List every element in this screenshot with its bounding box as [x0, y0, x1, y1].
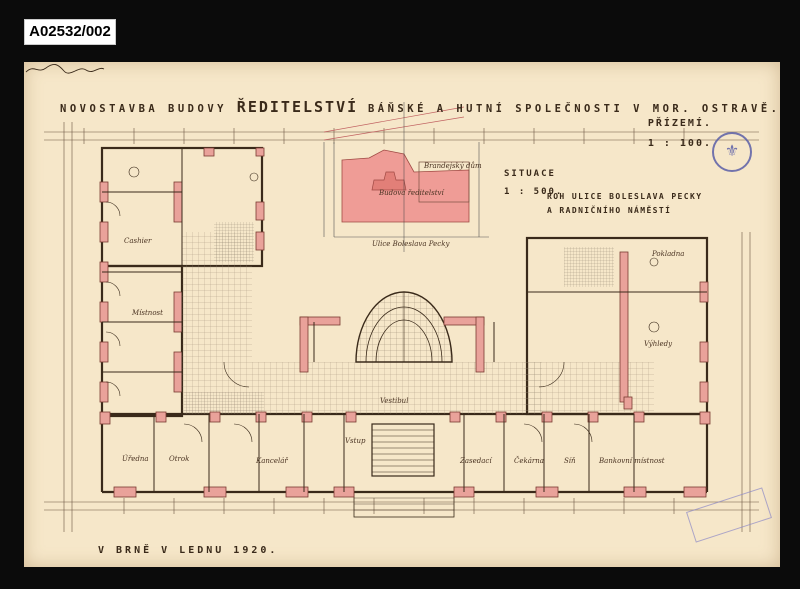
blueprint-sheet: NOVOSTAVBA BUDOVY ŘEDITELSTVÍ BÁŇSKÉ A H… [24, 62, 780, 567]
drawing-title: NOVOSTAVBA BUDOVY ŘEDITELSTVÍ BÁŇSKÉ A H… [60, 98, 780, 116]
site-plan [323, 102, 489, 252]
scale-label: 1 : 100. [647, 138, 712, 149]
floor-scale-block: PŘÍZEMÍ. 1 : 100. [632, 114, 712, 154]
room-label-sin: Síň [564, 457, 576, 465]
room-label-kancelar: Kancelář [256, 457, 288, 465]
site-building-label: Budova ředitelství [379, 189, 444, 197]
room-label-cekarna: Čekárna [514, 457, 544, 465]
site-neighbour-label: Brandejský dům [424, 162, 482, 170]
situation-label: SITUACE [504, 169, 556, 179]
room-label-pokladna: Pokladna [652, 250, 685, 258]
title-prefix: NOVOSTAVBA BUDOVY [60, 103, 237, 115]
room-label-vyhledy: Výhledy [644, 340, 673, 348]
room-label-cashier: Cashier [124, 237, 152, 245]
room-label-vstup: Vstup [345, 437, 366, 445]
room-label-vestibul: Vestibul [380, 397, 409, 405]
room-label-otrok: Otrok [169, 455, 190, 463]
signature [25, 64, 105, 74]
title-main: ŘEDITELSTVÍ [236, 98, 359, 116]
seal-stamp-icon: ⚜ [712, 132, 752, 172]
floor-label: PŘÍZEMÍ. [647, 118, 712, 129]
title-suffix: BÁŇSKÉ A HUTNÍ SPOLEČNOSTI V MOR. OSTRAV… [358, 103, 781, 115]
room-label-mistnost: Místnost [132, 309, 163, 317]
corner-note: ROH ULICE BOLESLAVA PECKY A RADNIČNÍHO N… [547, 190, 702, 218]
date-line: V BRNĚ V LEDNU 1920. [98, 545, 279, 556]
situation-scale: 1 : 500. [504, 187, 564, 197]
room-label-uredna: Úředna [122, 455, 149, 463]
archive-id-label: A02532/002 [24, 19, 116, 45]
site-street-label: Ulice Boleslava Pecky [372, 240, 450, 248]
floor-plan-drawing [44, 102, 759, 532]
corner-line-2: A RADNIČNÍHO NÁMĚSTÍ [547, 206, 672, 215]
situation-block: SITUACE 1 : 500. [504, 165, 563, 201]
room-label-zasedaci: Zasedací [460, 457, 492, 465]
room-label-bankovni: Bankovní místnost [599, 457, 665, 465]
corner-line-1: ROH ULICE BOLESLAVA PECKY [547, 192, 703, 201]
